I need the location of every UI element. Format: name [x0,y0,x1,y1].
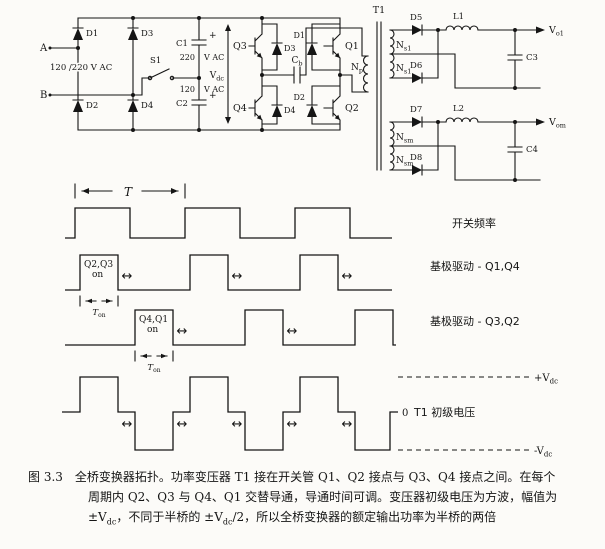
waveform-row4-primary-voltage [62,376,398,451]
waveform-labels: T 开关频率 Q2,Q3 on Ton 基极驱动 - Q1,Q4 Q4,Q1 o… [84,185,558,459]
label-winding-ns1-lower: Ns1 [396,64,411,76]
deadtime-arrow-icon: ↔ [177,417,188,432]
waveform-row1-label: 开关频率 [452,216,496,230]
label-row3-ton: Ton [147,363,160,374]
label-c1-plus: + [209,31,217,41]
label-diode-d7: D7 [410,105,422,115]
label-transistor-q4: Q4 [233,103,247,114]
label-row2-on: on [92,270,103,280]
label-period-t: T [124,185,133,199]
label-diode-d6: D6 [410,61,422,71]
figure-caption: 图 3.3 全桥变换器拓扑。功率变压器 T1 接在开关管 Q1、Q2 接点与 Q… [0,462,605,528]
deadtime-arrow-icon: ↔ [177,324,188,339]
label-transformer-t1: T1 [373,5,385,16]
label-diode-d4: D4 [141,101,153,111]
waveform-traces [62,207,398,451]
deadtime-arrow-icon: ↔ [287,324,298,339]
label-cap-c3: C3 [526,53,538,63]
deadtime-arrow-icon: ↔ [342,269,353,284]
deadtime-arrows: ↔ ↔ ↔ ↔ ↔ ↔ ↔ ↔ ↔ ↔ [122,269,353,432]
diode-triangles [73,25,422,175]
label-220: 220 [180,53,195,62]
circuit-labels: A B 120 /220 V AC D1 D3 D2 D4 S1 C1 + C2… [39,5,566,168]
label-inductor-l2: L2 [453,104,464,114]
figure-canvas: A B 120 /220 V AC D1 D3 D2 D4 S1 C1 + C2… [39,5,566,459]
waveform-row3-label: 基极驱动 - Q3,Q2 [430,314,520,328]
inductor-l1-coil [445,25,479,31]
label-diode-d8: D8 [410,153,422,163]
label-terminal-a: A [39,43,48,54]
label-winding-np: Np [351,63,363,75]
waveform-row2-drive [65,254,392,291]
label-terminal-b: B [40,90,47,101]
label-120: 120 [180,85,195,94]
label-vdc: Vdc [209,71,225,83]
label-cap-c4: C4 [526,145,538,155]
label-row3-on: on [147,325,158,335]
label-input-voltage: 120 /220 V AC [50,63,112,73]
label-minus-vdc: -Vdc [534,446,552,459]
label-switch-s1: S1 [150,56,161,66]
label-cap-c2: C2 [176,99,188,109]
waveform-row3-drive [65,309,396,346]
caption-line-1: 图 3.3 全桥变换器拓扑。功率变压器 T1 接在开关管 Q1、Q2 接点与 Q… [28,470,556,484]
label-output-vo1: Vo1 [548,25,564,38]
label-plus-vdc: +Vdc [534,373,558,386]
secondary-winding-coil-bottom [389,121,395,171]
label-c2-plus: + [209,91,217,101]
label-bridge-diode-d1: D1 [293,31,305,40]
label-bridge-diode-d2: D2 [293,93,305,102]
deadtime-arrow-icon: ↔ [342,417,353,432]
label-bridge-diode-d3: D3 [284,44,296,53]
label-220-vac: V AC [203,53,224,62]
label-zero-level: 0 [402,408,408,419]
label-winding-nsm-upper: Nsm [396,133,413,145]
label-diode-d1: D1 [86,29,98,39]
primary-winding-coil [362,55,369,93]
waveform-row1-switching [65,207,392,239]
label-120-vac: V AC [203,85,224,94]
label-transistor-q2: Q2 [345,103,359,114]
caption-line-2: 周期内 Q2、Q3 与 Q4、Q1 交替导通，导通时间可调。变压器初级电压为方波… [88,489,558,504]
label-winding-ns1-upper: Ns1 [396,41,411,53]
waveform-row4-label: T1 初级电压 [413,405,475,419]
vdc-reference-lines [398,376,530,451]
deadtime-arrow-icon: ↔ [122,417,133,432]
switch-contact [147,75,153,81]
circuit-symbols [48,16,545,182]
label-output-vom: Vom [548,117,566,130]
switch-contact [169,75,175,81]
inductor-l2-coil [445,117,479,123]
label-cap-c1: C1 [176,39,188,49]
deadtime-arrow-icon: ↔ [122,269,133,284]
label-row2-on-pair: Q2,Q3 [84,260,113,270]
deadtime-arrow-icon: ↔ [232,269,243,284]
label-diode-d3: D3 [141,29,153,39]
label-cap-cb: Cb [291,56,302,68]
junction-dots [48,16,517,182]
label-transistor-q3: Q3 [233,41,247,52]
label-winding-nsm-lower: Nsm [396,156,413,168]
label-row3-on-pair: Q4,Q1 [139,315,168,325]
label-transistor-q1: Q1 [345,41,359,52]
label-diode-d2: D2 [86,101,98,111]
deadtime-arrow-icon: ↔ [287,417,298,432]
secondary-winding-coil-top [389,29,395,79]
label-inductor-l1: L1 [453,12,464,22]
label-row2-ton: Ton [92,308,105,319]
caption-line-3: ±Vdc，不同于半桥的 ±Vdc/2，所以全桥变换器的额定输出功率为半桥的两倍 [88,509,497,526]
deadtime-arrow-icon: ↔ [232,417,243,432]
label-diode-d5: D5 [410,13,422,23]
label-bridge-diode-d4: D4 [284,106,296,115]
waveform-row2-label: 基极驱动 - Q1,Q4 [430,259,520,273]
